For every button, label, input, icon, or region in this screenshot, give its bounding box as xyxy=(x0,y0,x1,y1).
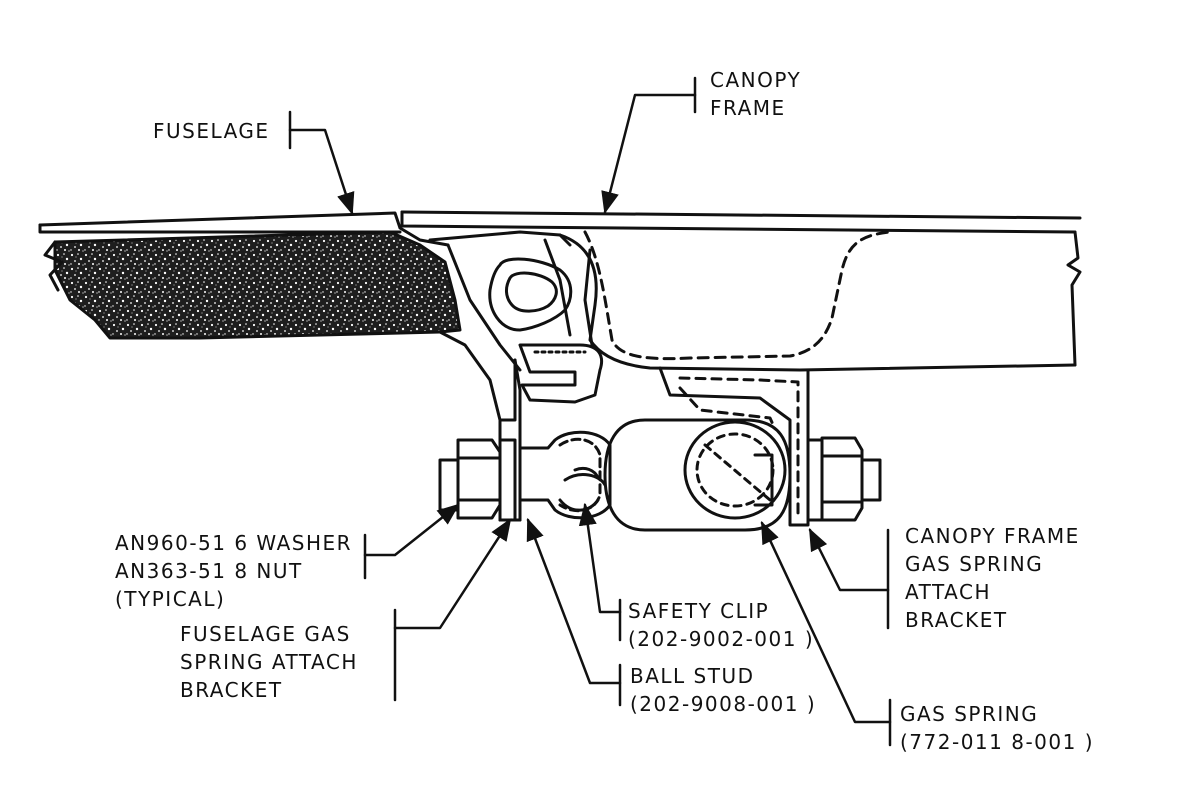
label-canopy-frame: CANOPY FRAME xyxy=(710,68,802,120)
fuselage-structure xyxy=(38,211,522,522)
leader-gas-spring xyxy=(760,520,892,724)
leader-canopy-frame xyxy=(601,93,697,215)
leader-fuselage-bracket xyxy=(393,518,512,630)
canopy-nut-washer xyxy=(806,436,882,522)
label-safety-clip: SAFETY CLIP (202-9002-001 ) xyxy=(628,599,815,651)
label-washer-nut: AN960-51 6 WASHER AN363-51 8 NUT (TYPICA… xyxy=(115,531,353,611)
leader-fuselage xyxy=(288,128,355,216)
fuselage-foam-core xyxy=(53,230,462,340)
fuselage-nut-washer xyxy=(438,438,517,522)
leader-washer-nut xyxy=(363,503,460,557)
label-canopy-bracket: CANOPY FRAME GAS SPRING ATTACH BRACKET xyxy=(905,524,1080,632)
gas-spring-cylinder xyxy=(603,418,792,532)
canopy-seal xyxy=(488,257,604,404)
canopy-frame-structure xyxy=(400,210,1082,372)
label-fuselage-bracket: FUSELAGE GAS SPRING ATTACH BRACKET xyxy=(180,622,358,702)
label-ball-stud: BALL STUD (202-9008-001 ) xyxy=(630,664,817,716)
leader-ball-stud xyxy=(526,517,622,685)
label-fuselage: FUSELAGE xyxy=(153,119,270,143)
label-gas-spring: GAS SPRING (772-011 8-001 ) xyxy=(900,702,1094,754)
leader-canopy-bracket xyxy=(808,527,890,592)
ball-stud-assembly xyxy=(518,430,612,520)
leader-safety-clip xyxy=(578,502,622,614)
